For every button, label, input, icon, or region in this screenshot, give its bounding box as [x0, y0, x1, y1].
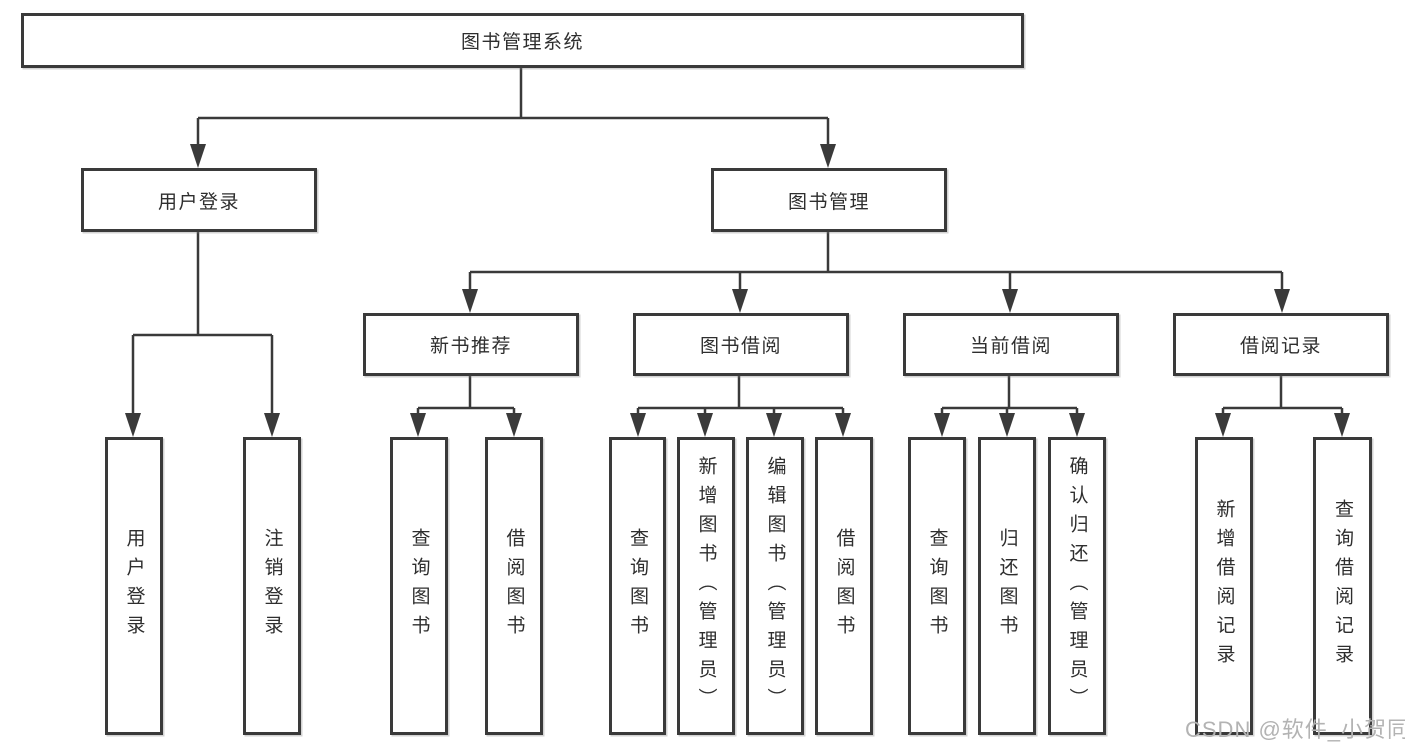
node-label: 图书管理系统: [460, 32, 584, 53]
leaf-add-borrow-record: 新增借阅记录: [1195, 437, 1253, 735]
node-new-book-recommend: 新书推荐: [363, 313, 579, 376]
leaf-query-books-recommend: 查询图书: [390, 437, 448, 735]
node-label: 查询图书: [627, 528, 648, 644]
node-label: 图书管理: [787, 191, 870, 213]
leaf-borrow-books-recommend: 借阅图书: [485, 437, 543, 735]
node-label: 查询图书: [408, 528, 430, 644]
node-label: 编辑图书（管理员）: [764, 455, 786, 717]
node-user-login: 用户登录: [81, 168, 317, 232]
node-label: 用户登录: [123, 528, 145, 644]
node-book-management: 图书管理: [711, 168, 947, 232]
leaf-confirm-return-admin: 确认归还（管理员）: [1048, 437, 1106, 735]
node-label: 确认归还（管理员）: [1066, 455, 1088, 717]
node-label: 借阅记录: [1239, 336, 1322, 357]
leaf-edit-books-admin: 编辑图书（管理员）: [746, 437, 804, 735]
node-label: 注销登录: [261, 528, 283, 644]
node-label: 查询图书: [926, 528, 948, 644]
node-root-library-system: 图书管理系统: [21, 13, 1024, 68]
leaf-logout: 注销登录: [243, 437, 301, 735]
node-label: 新增图书（管理员）: [695, 455, 717, 717]
node-book-borrow: 图书借阅: [633, 313, 849, 376]
node-label: 当前借阅: [969, 336, 1052, 357]
leaf-return-books: 归还图书: [978, 437, 1036, 735]
node-label: 图书借阅: [699, 336, 782, 357]
node-label: 归还图书: [996, 528, 1018, 644]
leaf-query-borrow-record: 查询借阅记录: [1313, 437, 1372, 735]
csdn-watermark: CSDN @软件_小贺同学: [1185, 717, 1405, 742]
leaf-user-login: 用户登录: [105, 437, 163, 735]
node-borrow-records: 借阅记录: [1173, 313, 1389, 376]
leaf-add-books-admin: 新增图书（管理员）: [677, 437, 735, 735]
node-label: 用户登录: [157, 191, 240, 213]
node-label: 借阅图书: [833, 528, 855, 644]
leaf-borrow-books: 借阅图书: [815, 437, 873, 735]
node-label: 查询借阅记录: [1332, 499, 1353, 673]
leaf-query-books-borrow: 查询图书: [609, 437, 666, 735]
node-label: 借阅图书: [503, 528, 525, 644]
node-current-borrow: 当前借阅: [903, 313, 1119, 376]
node-label: 新书推荐: [429, 336, 512, 357]
node-label: 新增借阅记录: [1213, 499, 1235, 673]
leaf-query-books-current: 查询图书: [908, 437, 966, 735]
